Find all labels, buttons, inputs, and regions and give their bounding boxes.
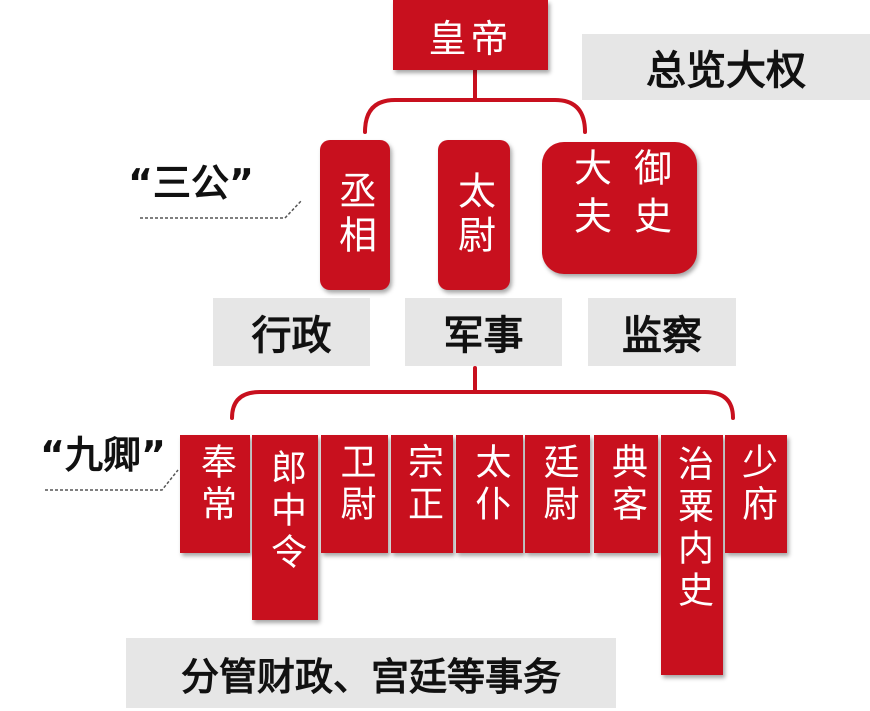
jiuqing-group-label: “九卿” (40, 433, 166, 477)
nine-minister-box-langzhongling: 郎中令 (252, 435, 318, 620)
sangong-group-label: “三公” (128, 161, 254, 205)
minister-name: 太尉 (451, 171, 496, 259)
emperor-box: 皇帝 (393, 0, 548, 70)
jiuqing-pointer (45, 469, 179, 491)
nine-minister-box-dianke: 典客 (594, 435, 658, 553)
nine-minister-box-taipu: 太仆 (456, 435, 523, 553)
sangong-pointer (140, 199, 303, 219)
emperor-name: 皇帝 (428, 16, 513, 61)
nine-minister-box-weiwei: 卫尉 (321, 435, 388, 553)
duty-label-junshi: 军事 (405, 298, 562, 366)
nine-minister-box-zongzheng: 宗正 (391, 435, 453, 553)
nine-minister-box-zhisuneishi: 治粟内史 (661, 435, 723, 675)
minister-name: 御史大夫 (567, 148, 672, 244)
minister-box-taiwei: 太尉 (438, 140, 510, 290)
nine-ministers-bracket (230, 366, 735, 420)
emperor-role-label: 总览大权 (582, 34, 870, 100)
minister-box-chengxiang: 丞相 (320, 140, 390, 290)
jiuqing-duty-label: 分管财政、宫廷等事务 (126, 638, 616, 708)
minister-box-yushidafu: 御史大夫 (542, 142, 697, 274)
emperor-bracket (363, 68, 587, 134)
duty-label-jiancha: 监察 (588, 298, 736, 366)
minister-name: 丞相 (332, 171, 377, 259)
nine-minister-box-shaofu: 少府 (725, 435, 787, 553)
nine-minister-box-tingwei: 廷尉 (525, 435, 590, 553)
duty-label-xingzheng: 行政 (213, 298, 370, 366)
nine-minister-box-fengchang: 奉常 (180, 435, 250, 553)
